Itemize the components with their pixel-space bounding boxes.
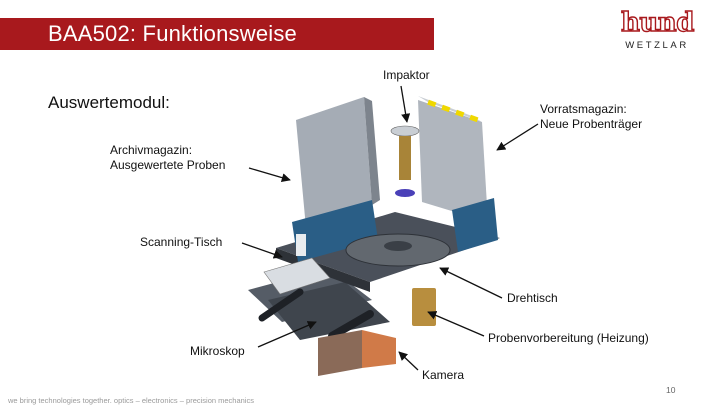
- archive-magazine-side: [364, 97, 380, 205]
- archive-magazine-base: [292, 200, 378, 262]
- label-vorratsmagazin: Vorratsmagazin: Neue Probenträger: [540, 102, 642, 132]
- impactor-ring: [395, 189, 415, 197]
- supply-magazine-yellow-tab-3: [455, 109, 465, 118]
- label-archivmagazin-line2: Ausgewertete Proben: [110, 158, 226, 172]
- label-vorratsmagazin-line2: Neue Probenträger: [540, 117, 643, 131]
- title-bar: BAA502: Funktionsweise: [0, 18, 434, 50]
- supply-magazine-yellow-tab-2: [441, 104, 451, 113]
- turntable-hub: [384, 241, 412, 251]
- mikroskop-arrow: [257, 321, 317, 348]
- camera-housing-left: [318, 330, 362, 376]
- slide-title: BAA502: Funktionsweise: [48, 21, 297, 46]
- vorratsmagazin-arrow: [496, 123, 539, 151]
- scanning-stage: [263, 257, 331, 295]
- archivmagazin-arrow: [248, 167, 291, 183]
- kamera-arrow: [398, 351, 419, 371]
- impactor-column: [399, 136, 411, 180]
- label-archivmagazin-line1: Archivmagazin:: [110, 143, 193, 157]
- label-mikroskop: Mikroskop: [190, 344, 245, 358]
- label-probenvorbereitung: Probenvorbereitung (Heizung): [488, 331, 649, 345]
- supply-magazine-yellow-tab-1: [427, 99, 437, 108]
- drehtisch-arrow: [439, 267, 503, 299]
- logo-subline: WETZLAR: [625, 40, 689, 51]
- supply-magazine-base: [452, 198, 498, 252]
- scanning-tisch-arrow: [241, 242, 283, 259]
- label-vorratsmagazin-line1: Vorratsmagazin:: [540, 102, 627, 116]
- logo-wordmark: hund: [620, 7, 695, 38]
- supply-magazine: [418, 100, 488, 222]
- section-heading: Auswertemodul:: [48, 93, 170, 112]
- label-kamera: Kamera: [422, 368, 465, 382]
- scanning-stage-post: [296, 234, 306, 256]
- supply-magazine-yellow-tab-4: [469, 114, 479, 123]
- label-drehtisch: Drehtisch: [507, 291, 558, 305]
- microscope-rod-2: [328, 310, 374, 340]
- camera-housing-right: [362, 330, 396, 368]
- label-archivmagazin: Archivmagazin: Ausgewertete Proben: [110, 143, 225, 173]
- label-scanning-tisch: Scanning-Tisch: [140, 235, 223, 249]
- probenvorbereitung-arrow: [427, 311, 485, 337]
- footer-tagline: we bring technologies together. optics –…: [8, 396, 254, 405]
- label-impaktor: Impaktor: [383, 68, 430, 82]
- hund-wetzlar-logo: hund WETZLAR: [617, 7, 697, 54]
- microscope-rod-1: [258, 288, 304, 322]
- impactor-disc: [390, 125, 420, 137]
- page-number: 10: [666, 385, 676, 395]
- heating-unit: [412, 288, 436, 326]
- archive-magazine: [296, 97, 372, 228]
- impaktor-arrow: [400, 85, 411, 123]
